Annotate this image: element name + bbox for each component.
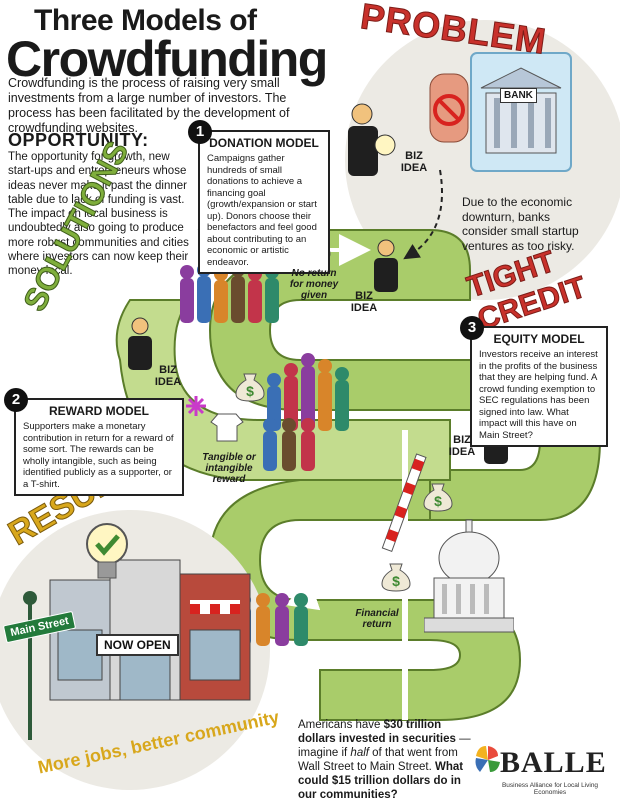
equity-model-text: Investors receive an interest in the pro… bbox=[479, 349, 598, 441]
footer-bold-2: What could $15 trillion dollars do in ou… bbox=[298, 761, 464, 801]
opportunity-text: The opportunity for growth, new start-up… bbox=[8, 151, 189, 278]
model-number-3: 3 bbox=[460, 316, 484, 340]
stop-hand-icon bbox=[429, 73, 469, 143]
footer-part-2: — imagine if bbox=[298, 733, 471, 759]
reward-model-box: REWARD MODEL Supporters make a monetary … bbox=[14, 398, 184, 496]
svg-text:$: $ bbox=[434, 493, 442, 509]
balle-logo-icon bbox=[475, 746, 500, 772]
svg-text:$: $ bbox=[246, 383, 254, 399]
money-bag-icon: $ bbox=[381, 563, 411, 592]
biz-idea-label: BIZ IDEA bbox=[448, 434, 476, 458]
businessman-icon bbox=[128, 317, 152, 370]
footer-bold-1: $30 trillion dollars invested in securit… bbox=[298, 719, 456, 745]
now-open-sign: NOW OPEN bbox=[96, 634, 179, 656]
reward-caption: Tangible or intangible reward bbox=[202, 452, 256, 485]
biz-idea-label: BIZ IDEA bbox=[400, 150, 428, 174]
brand-tagline: Business Alliance for Local Living Econo… bbox=[501, 782, 599, 796]
no-return-caption: No return for money given bbox=[289, 268, 339, 301]
footer-text: Americans have $30 trillion dollars inve… bbox=[298, 718, 474, 802]
businessman-icon bbox=[348, 103, 396, 176]
bank-icon bbox=[470, 52, 572, 172]
equity-model-box: EQUITY MODEL Investors receive an intere… bbox=[470, 326, 608, 447]
financial-return-caption: Financial return bbox=[355, 608, 399, 630]
biz-idea-label: BIZ IDEA bbox=[154, 364, 182, 388]
opportunity-heading: OPPORTUNITY: bbox=[8, 130, 149, 150]
crowd-icon bbox=[263, 418, 315, 471]
donation-model-text: Campaigns gather hundreds of small donat… bbox=[207, 153, 317, 268]
lightbulb-check-icon bbox=[86, 523, 128, 579]
dashed-arrow bbox=[403, 169, 443, 260]
model-number-2: 2 bbox=[4, 388, 28, 412]
problem-note: Due to the economic downturn, banks cons… bbox=[462, 195, 579, 253]
model-number-1: 1 bbox=[188, 120, 212, 144]
donation-model-box: DONATION MODEL Campaigns gather hundreds… bbox=[198, 130, 330, 274]
footer-part-3: of that went from Wall Street to Main St… bbox=[298, 747, 458, 773]
exemption-granted-label: EXEMPTION GRANTED bbox=[527, 556, 593, 581]
money-bag-icon: $ bbox=[235, 373, 265, 402]
equity-model-title: EQUITY MODEL bbox=[493, 332, 585, 346]
reward-model-title: REWARD MODEL bbox=[49, 404, 149, 418]
storefronts-icon bbox=[49, 559, 251, 701]
footer-part-1: Americans have bbox=[298, 719, 384, 731]
brand-name: BALLE bbox=[500, 746, 607, 779]
businessman-icon bbox=[374, 239, 398, 292]
footer-italic: half bbox=[350, 747, 369, 759]
biz-idea-label: BIZ IDEA bbox=[350, 290, 378, 314]
bank-sign: BANK bbox=[500, 88, 537, 103]
intro-text: Crowdfunding is the process of raising v… bbox=[8, 76, 290, 135]
reward-model-text: Supporters make a monetary contribution … bbox=[23, 421, 174, 490]
capitol-icon bbox=[424, 519, 514, 633]
sparkle-icon bbox=[186, 396, 206, 416]
donation-model-title: DONATION MODEL bbox=[209, 136, 319, 150]
page-title: Crowdfunding bbox=[6, 31, 328, 87]
svg-text:$: $ bbox=[392, 573, 400, 589]
tshirt-icon bbox=[210, 413, 244, 442]
barrier-gate-icon bbox=[381, 453, 427, 553]
money-bag-icon: $ bbox=[423, 483, 453, 512]
title-line-1: Three Models of bbox=[34, 4, 257, 37]
lamp-post-icon bbox=[23, 591, 37, 740]
